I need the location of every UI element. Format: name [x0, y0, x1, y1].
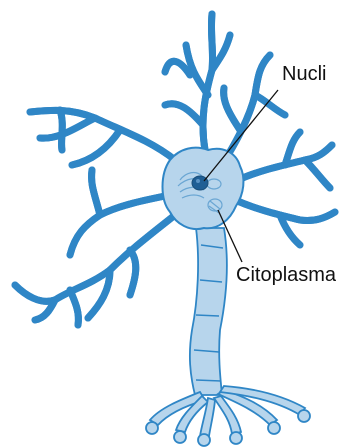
axon [146, 228, 310, 446]
cytoplasm-label: Citoplasma [236, 264, 337, 286]
cell-body [163, 148, 244, 229]
nucleus-label: Nucli [282, 63, 326, 85]
